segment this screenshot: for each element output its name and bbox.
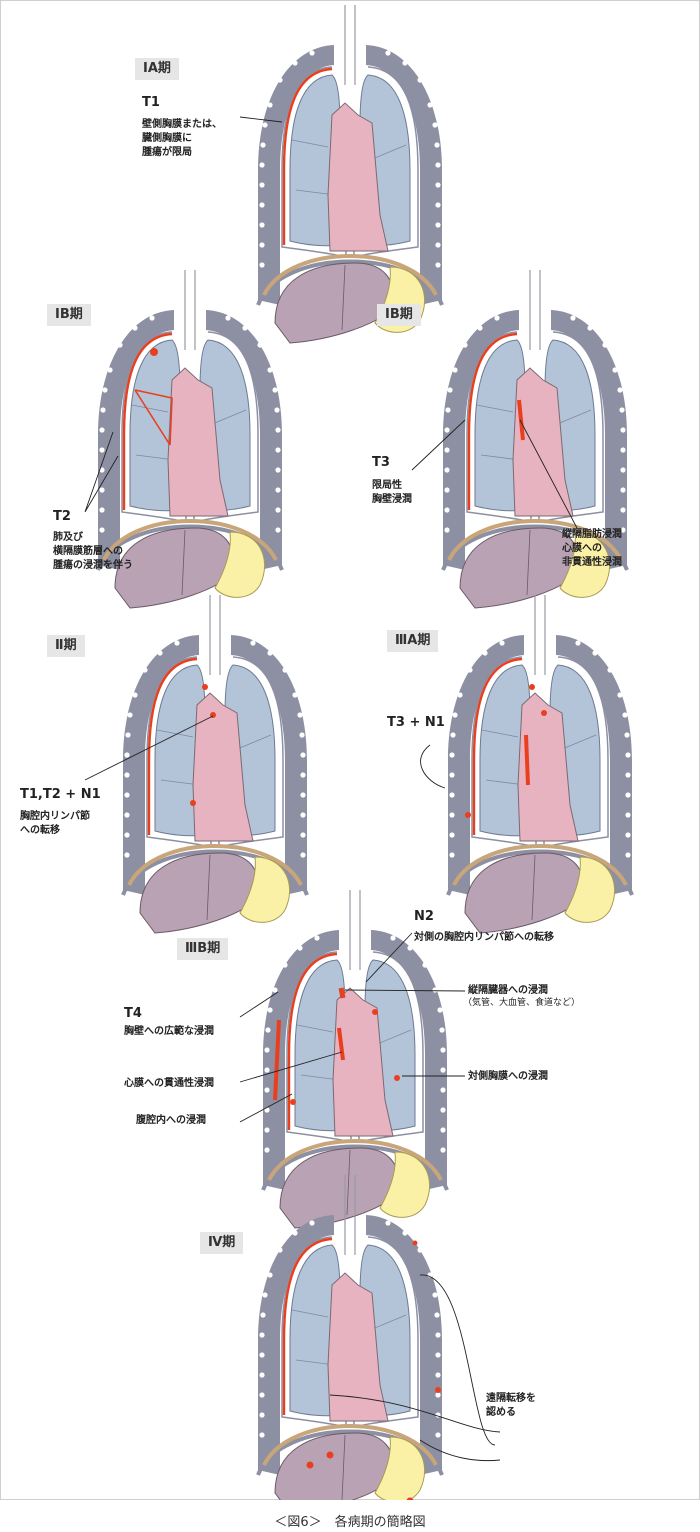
stage-tag-ib-left: ⅠB期 bbox=[47, 304, 91, 326]
stage-tag-ia: ⅠA期 bbox=[135, 58, 179, 80]
label-t3n1: T3 + N1 bbox=[387, 715, 445, 730]
label-chest: 胸壁への広範な浸潤 bbox=[124, 1026, 214, 1037]
figure-caption: ＜図6＞ 各病期の簡略図 bbox=[274, 1515, 426, 1530]
label-t2-desc: 肺及び 横隔膜筋層への 腫瘍の浸潤を伴う bbox=[53, 532, 133, 571]
label-t3: T3 bbox=[372, 455, 390, 470]
label-t1-desc: 壁側胸膜または、 臓側胸膜に 腫瘍が限局 bbox=[142, 119, 222, 158]
label-t3-desc: 限局性 胸壁浸潤 bbox=[372, 480, 412, 505]
thorax-ii bbox=[121, 593, 309, 935]
label-t3-desc2: 縦隔脂肪浸潤 心膜への 非貫通性浸潤 bbox=[562, 529, 622, 568]
label-mediastinum: 縦隔臓器への浸潤 bbox=[468, 985, 548, 996]
thorax-ia bbox=[256, 3, 444, 345]
label-mediastinum-note: （気管、大血管、食道など） bbox=[463, 998, 581, 1008]
leader-lines bbox=[84, 116, 578, 1462]
stage-tag-iv: Ⅳ期 bbox=[200, 1232, 244, 1254]
diagram-canvas bbox=[84, 3, 634, 1500]
thorax-ib-left bbox=[96, 268, 284, 610]
label-abdomen: 腹腔内への浸潤 bbox=[136, 1115, 206, 1126]
label-pericardium: 心膜への貫通性浸潤 bbox=[124, 1078, 214, 1089]
label-t4: T4 bbox=[124, 1006, 142, 1021]
label-n2-desc: 対側の胸腔内リンパ節への転移 bbox=[414, 932, 554, 943]
label-t1t2n1: T1,T2 + N1 bbox=[20, 787, 101, 802]
label-t1: T1 bbox=[142, 95, 160, 110]
stage-tag-ii: Ⅱ期 bbox=[47, 635, 85, 657]
thorax-ib-right bbox=[441, 268, 629, 610]
label-t1t2n1-desc: 胸腔内リンパ節 への転移 bbox=[20, 811, 90, 836]
label-distant: 遠隔転移を 認める bbox=[486, 1393, 536, 1418]
thorax-iiia bbox=[446, 593, 634, 935]
stage-tag-iiib: ⅢB期 bbox=[177, 938, 229, 960]
label-contra: 対側胸膜への浸潤 bbox=[468, 1071, 548, 1082]
label-n2: N2 bbox=[414, 909, 434, 924]
stage-tag-ib-right: ⅠB期 bbox=[377, 304, 421, 326]
thorax-iv bbox=[256, 1173, 444, 1500]
label-t2: T2 bbox=[53, 509, 71, 524]
thorax-iiib bbox=[261, 888, 449, 1230]
stage-tag-iiia: ⅢA期 bbox=[387, 630, 439, 652]
